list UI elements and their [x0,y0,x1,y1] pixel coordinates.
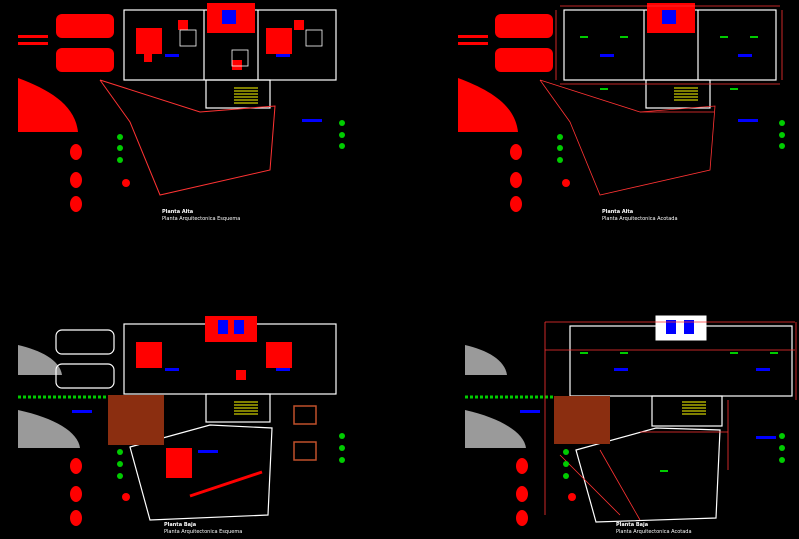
sheet-title: Planta Alta [162,209,194,215]
plan-upper-dimensioned [458,3,785,212]
dimension-lines [539,5,783,196]
shrub-icon [510,144,570,212]
dimension-text [580,36,758,90]
car-icon [495,14,553,72]
room-label [738,119,758,122]
room-label [72,410,92,413]
car-icon [56,14,114,72]
sheet-title: Planta Baja [616,522,649,528]
shrub-icon [516,458,576,526]
sheet-subtitle: Planta Arquitectonica Acotada [602,216,678,222]
lot-lines [99,79,276,196]
site-boundary [18,78,78,132]
ground-hatch [465,410,526,448]
sheet-title-block: Planta Alta Planta Arquitectonica Esquem… [162,209,240,223]
sheet-subtitle: Planta Arquitectonica Esquema [164,529,243,535]
plan-ground-dimensioned [465,315,797,526]
tree-icon [563,433,785,479]
tree-icon [557,120,785,163]
furniture [136,342,292,478]
tree-icon [117,433,345,479]
plan-upper-schematic [18,3,345,212]
room-label [165,368,179,371]
room-label [276,368,290,371]
room-label [302,119,322,122]
furniture [136,20,304,70]
bathroom-block [205,316,257,342]
room-label [756,368,770,371]
room-label [614,368,628,371]
plan-ground-schematic [18,316,345,526]
site-boundary [458,78,518,132]
paving-hatch [108,395,164,445]
ground-hatch [18,410,80,448]
room-label [756,436,776,439]
sheet-title-block: Planta Alta Planta Arquitectonica Acotad… [602,209,678,223]
room-label [276,54,290,57]
sheet-title: Planta Alta [602,209,634,215]
stairs [682,401,706,415]
paving-hatch [554,396,610,444]
sheet-subtitle: Planta Arquitectonica Acotada [616,529,692,535]
site-furniture [293,405,317,461]
shrub-icon [70,144,130,212]
car-icon [55,329,115,389]
ground-hatch [465,345,507,375]
sheet-title-block: Planta Baja Planta Arquitectonica Acotad… [616,522,692,536]
stairs [234,401,258,415]
dimension-lines [544,321,797,521]
room-label [520,410,540,413]
room-label [738,54,752,57]
room-label [198,450,218,453]
stairs [234,87,258,104]
room-label [165,54,179,57]
sheet-title: Planta Baja [164,522,197,528]
furniture-outlines [179,29,323,67]
bathroom-block [655,315,707,341]
sheet-title-block: Planta Baja Planta Arquitectonica Esquem… [164,522,242,536]
room-label [600,54,614,57]
tree-icon [117,120,345,163]
dimension-text [580,352,778,472]
sheet-subtitle: Planta Arquitectonica Esquema [162,216,241,222]
shrub-icon [70,458,130,526]
stairs [674,87,698,101]
ground-hatch [18,345,62,375]
